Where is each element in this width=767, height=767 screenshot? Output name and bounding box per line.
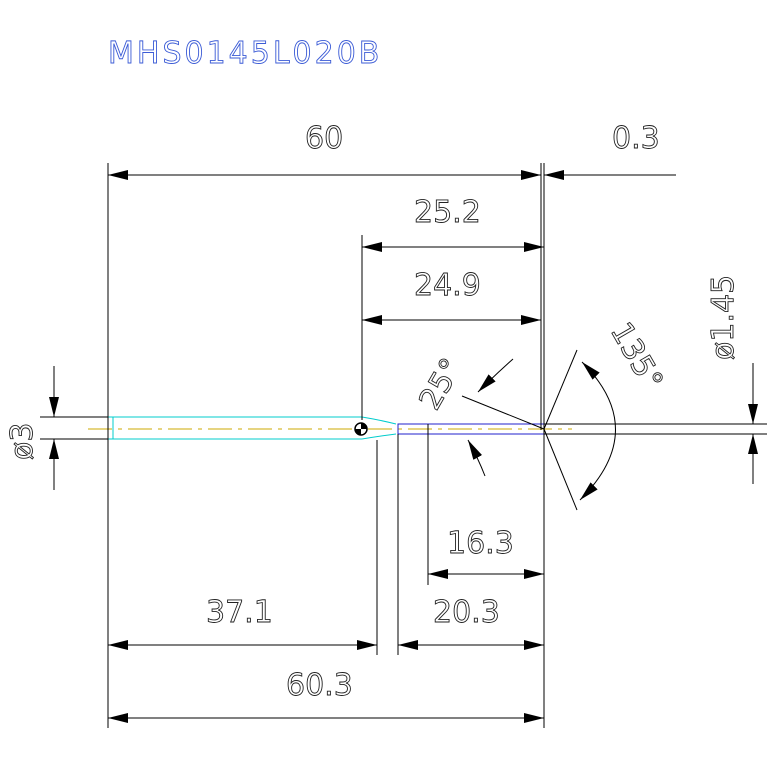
dim-16-3: 16.3: [447, 526, 514, 561]
dim-20-3: 20.3: [433, 595, 500, 630]
dim-60-3: 60.3: [286, 668, 353, 703]
dimension-labels: 60 0.3 25.2 24.9 16.3 37.1 20.3 60.3 ø3 …: [5, 121, 742, 704]
part-number-title: MHS0145L020B: [108, 36, 382, 71]
dim-60: 60: [305, 121, 343, 156]
dim-0-3: 0.3: [612, 121, 660, 156]
dim-tip-diameter: ø1.45: [706, 275, 741, 360]
dimension-lines: [49, 170, 758, 723]
point-line-top: [543, 349, 578, 430]
extension-lines: [40, 163, 767, 728]
angle-dimensions: [461, 349, 616, 511]
dim-taper-angle: 25°: [413, 352, 470, 416]
transition-bottom: [361, 433, 397, 440]
dim-point-angle: 135°: [603, 317, 669, 397]
dim-24-9: 24.9: [414, 268, 481, 303]
tool-body: [88, 416, 572, 440]
dim-37-1: 37.1: [206, 595, 273, 630]
transition-top: [361, 416, 397, 425]
dim-shank-diameter: ø3: [5, 423, 40, 460]
angle-arc-135: [579, 361, 616, 501]
dim-25-2: 25.2: [414, 195, 481, 230]
taper-line: [461, 395, 545, 430]
